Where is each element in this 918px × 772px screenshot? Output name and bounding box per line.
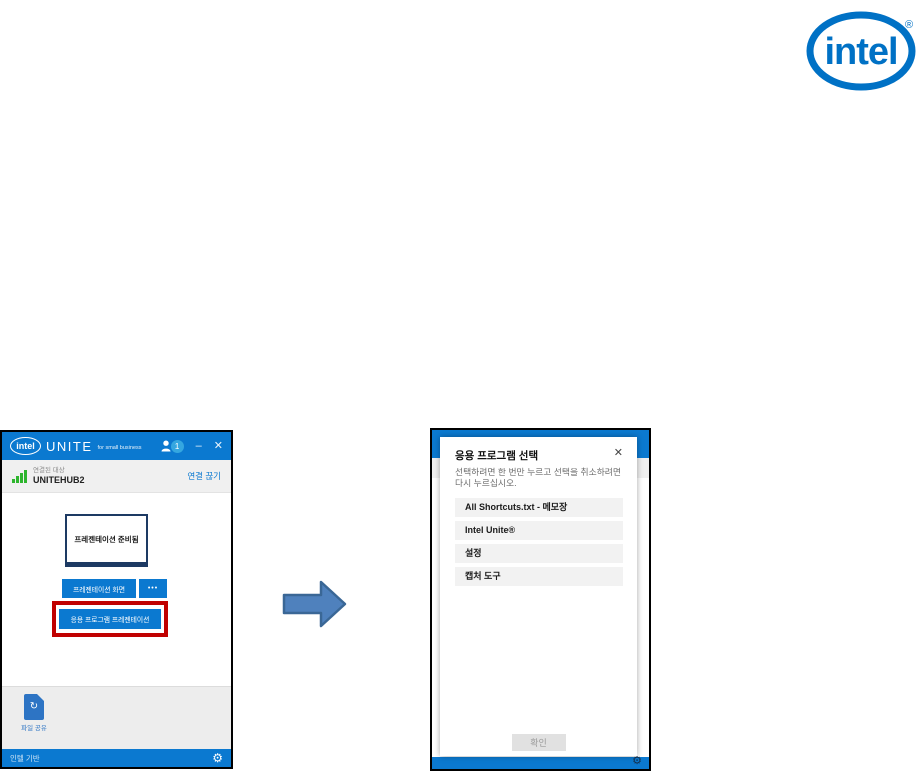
powered-by-label: 인텔 기반	[10, 753, 40, 763]
application-list-item[interactable]: Intel Unite®	[455, 520, 623, 540]
presentation-stage: 프레젠테이션 준비됨 프레젠테이션 화면 ••• 응용 프로그램 프레젠테이션	[2, 493, 231, 686]
signal-strength-icon	[12, 469, 27, 483]
hub-name: UNITEHUB2	[33, 474, 85, 485]
dialog-title: 응용 프로그램 선택	[455, 450, 539, 462]
file-share-label: 파일 공유	[21, 725, 47, 732]
connection-status-label: 연결된 대상	[33, 467, 65, 475]
flow-arrow-icon	[282, 580, 347, 628]
disconnect-link[interactable]: 연결 끊기	[187, 471, 221, 481]
application-list: All Shortcuts.txt - 메모장 Intel Unite® 설정 …	[455, 497, 623, 586]
connection-bar: 연결된 대상 UNITEHUB2 연결 끊기	[2, 460, 231, 493]
share-area: ↻ 파일 공유	[2, 686, 231, 749]
dialog-instructions: 선택하려면 한 번만 누르고 선택을 취소하려면 다시 누르십시오.	[455, 467, 621, 489]
app-tagline: for small business	[97, 444, 142, 451]
select-application-dialog: 응용 프로그램 선택 ✕ 선택하려면 한 번만 누르고 선택을 취소하려면 다시…	[440, 437, 637, 756]
application-list-item[interactable]: 캡처 도구	[455, 566, 623, 586]
background-footer-bar: ⚙	[432, 755, 649, 769]
intel-logo: intel ®	[806, 11, 916, 91]
settings-gear-icon[interactable]: ⚙	[632, 755, 642, 767]
footer-bar: 인텔 기반 ⚙	[2, 749, 231, 767]
present-application-button[interactable]: 응용 프로그램 프레젠테이션	[59, 609, 161, 629]
svg-text:intel: intel	[824, 31, 897, 73]
intel-oval-icon: intel	[10, 437, 41, 455]
participant-count-badge: 1	[170, 439, 184, 453]
person-icon	[161, 440, 171, 452]
dialog-close-icon[interactable]: ✕	[613, 447, 623, 459]
sync-arrow-icon: ↻	[29, 701, 39, 712]
svg-text:®: ®	[905, 19, 913, 31]
app-name: UNITE	[46, 438, 93, 454]
file-share-icon: ↻	[24, 694, 44, 720]
more-options-button[interactable]: •••	[139, 579, 167, 598]
application-list-item[interactable]: 설정	[455, 543, 623, 563]
close-button[interactable]: ✕	[213, 439, 223, 452]
participants-button[interactable]: 1	[161, 439, 184, 453]
file-share-button[interactable]: ↻ 파일 공유	[14, 694, 54, 732]
settings-gear-icon[interactable]: ⚙	[212, 751, 223, 765]
unite-client-window: intel UNITE for small business 1 – ✕	[0, 430, 233, 769]
application-list-item[interactable]: All Shortcuts.txt - 메모장	[455, 497, 623, 517]
ok-button[interactable]: 확인	[511, 734, 566, 751]
titlebar: intel UNITE for small business 1 – ✕	[2, 432, 231, 460]
unite-window-with-dialog: ⚙ 응용 프로그램 선택 ✕ 선택하려면 한 번만 누르고 선택을 취소하려면 …	[430, 428, 651, 771]
minimize-button[interactable]: –	[195, 439, 202, 452]
present-screen-button[interactable]: 프레젠테이션 화면	[62, 579, 136, 598]
monitor-icon: 프레젠테이션 준비됨	[65, 514, 148, 567]
monitor-status-text: 프레젠테이션 준비됨	[74, 534, 139, 544]
highlight-box: 응용 프로그램 프레젠테이션	[52, 601, 168, 637]
